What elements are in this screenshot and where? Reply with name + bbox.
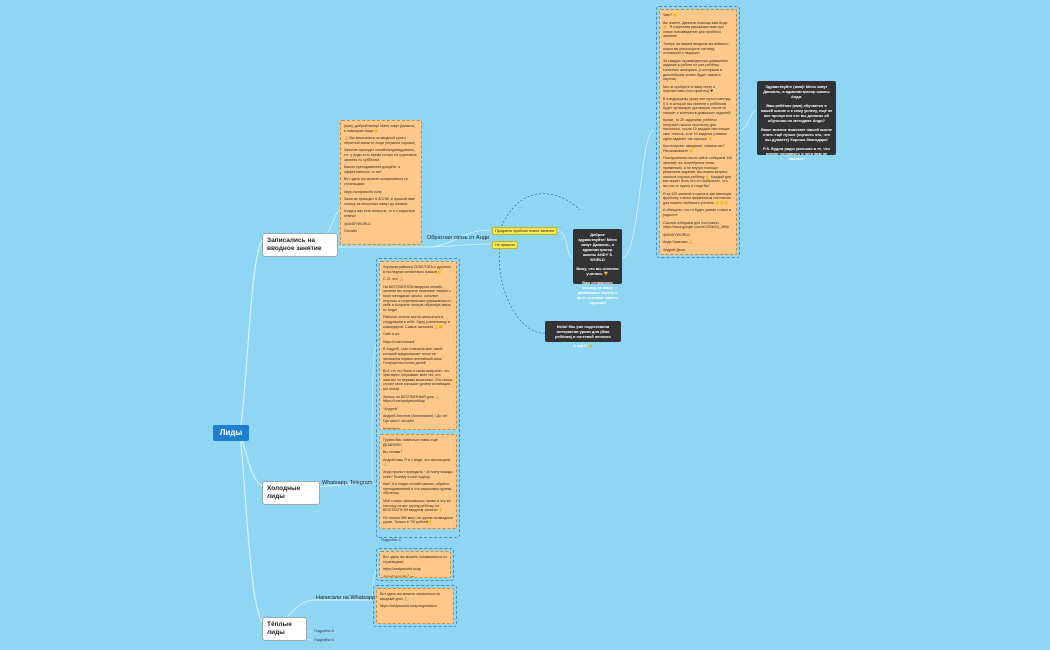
- text-line: В Андрей, стал отвечала мне такой, котор…: [383, 347, 444, 366]
- text-line: Теперь на нашем вводном английского язык…: [663, 41, 729, 56]
- text-line: Мы не пробуете в нашу сетку и перспектив…: [663, 84, 716, 94]
- text-line: Вот, что это были в своих вопросах, что …: [383, 368, 452, 392]
- text-line: Онлайн: [344, 229, 357, 234]
- text-line: Я за 100 занятий я сделать как минимум ф…: [663, 191, 732, 205]
- note-cold-main: Хорошая районка СЕБЕ/ТАТЬ с другими в по…: [379, 261, 457, 430]
- text-line: Послушанием после сайте собираем 100 зан…: [663, 156, 733, 188]
- note-hot-first: Вот здесь вы можете ознакомиться со стра…: [379, 551, 451, 578]
- frame-right-tall: [656, 6, 740, 258]
- note-cold-second: Грузим Вас навечные главы еще ДЕШЕВЛЕ! Вы…: [379, 434, 457, 529]
- tag-trial-lesson[interactable]: Продлить пробное новое занятие: [492, 227, 558, 235]
- label-wrote-whatsapp: Написали на Whatsapp: [316, 595, 376, 601]
- text-line: Но только 990 мест на группе на вводном …: [383, 515, 453, 525]
- text-line: Вы знаете, Данияль помощь вам Анди 🙂. Я …: [663, 20, 728, 39]
- text-line: Запись на БЕСПЛАТНЫЙ урок 🙏 https://t.me…: [383, 394, 440, 404]
- text-line: Занятие проходит в ZOOM, я пришлю вам сс…: [344, 197, 415, 206]
- text-line: Ваш ребёнок (имя) обучается в нашей школ…: [760, 103, 833, 123]
- text-line: А обещали, что-то будет указан только в …: [663, 208, 732, 217]
- text-line: Вам отправляю ссылку на вашу домашнюю оц…: [576, 280, 619, 305]
- text-line: Здравствуйте (имя)! Меня зовут Данияль, …: [763, 84, 830, 99]
- text-line: Занятие проходит онлайн/индивидуально, т…: [344, 148, 417, 162]
- branch-warm[interactable]: Записались на вводное занятие: [262, 233, 338, 257]
- text-line: Instagram: https://instagram.com/andy_sj…: [383, 426, 400, 430]
- text-line: Вижу, что вы отлично учились 🏆: [576, 266, 619, 276]
- text-line: https://t.me/nurnazir: [383, 339, 415, 344]
- text-line: Районка отныне могла записаться в следую…: [383, 315, 450, 329]
- frame-hot-first: [376, 548, 454, 581]
- text-line: В следующему уроку они просто метода 0.4…: [663, 96, 731, 115]
- text-line: Как получает ожидание, скачать вы? Расск…: [663, 144, 725, 153]
- text-line: На БЕСПЛАТНОМ вводном онлайн-занятии вы …: [383, 284, 452, 312]
- text-line: За каждую произведенную домашнюю задание…: [663, 58, 728, 82]
- note-right-tall: Чаю? 🙂 Вы знаете, Данияль помощь вам Анди…: [659, 9, 737, 255]
- text-line: https://andysworld.ru/ay: [344, 189, 382, 194]
- tag-no-show[interactable]: Не пришли: [492, 241, 518, 249]
- text-line: Сайт и из:: [383, 332, 400, 337]
- text-line: https://andysworld.ru/ay: [383, 567, 421, 572]
- text-line: "Андрей": [383, 406, 399, 411]
- branch-cold[interactable]: Холодные лиды: [262, 481, 320, 505]
- text-line: Вы готовы?: [383, 450, 403, 455]
- note-warm-intro: (имя), добрый вечер! Меня зовут Данияль,…: [340, 120, 422, 245]
- text-line: P.S. Будем рады успешно в те, что можно …: [763, 146, 830, 161]
- text-line: @ANDYWORLD: [344, 221, 372, 226]
- link-root-warm: [239, 239, 263, 433]
- frame-cold: [376, 258, 460, 538]
- text-line: Ссылка собираем для постоянно: https://d…: [663, 220, 729, 230]
- text-line: Вот здесь вы можете ознакомиться со стра…: [383, 555, 447, 564]
- text-line: Когда у вас есть вопросы, то я с радость…: [344, 209, 415, 218]
- text-line: Андрей Антонов (Англичанин) • До чёт Где…: [383, 414, 448, 424]
- text-line: https://andysworld.ru/ay/registration: [380, 604, 437, 609]
- text-line: @ANDYWORLD: [663, 232, 691, 237]
- text-line: Вот здесь вы можете записаться на вводны…: [380, 592, 440, 601]
- dark-box-lower: Hello! Мы уже подготовили интерактив уро…: [545, 321, 621, 348]
- text-line: Андрей Дело: [663, 247, 685, 252]
- text-line: Анди Гуметкин 🙏: [663, 240, 693, 245]
- text-line: Вот здесь вы можете ознакомиться со стра…: [344, 177, 408, 186]
- dark-box-right: Здравствуйте (имя)! Меня зовут Данияль, …: [757, 81, 836, 161]
- text-line: Хорошая районка СЕБЕ/ТАТЬ с другими в по…: [383, 265, 451, 274]
- hot-p1-label: Подробно 6: [314, 629, 334, 633]
- text-line: Как? А я людях онлайн школы, обратно пре…: [383, 482, 452, 496]
- text-line: Просто напишите в ответ "Хочу, давай" и …: [383, 528, 453, 529]
- text-line: 🙏 Вы записались на вводный урок к обратн…: [344, 136, 416, 145]
- text-line: Грузим Вас навечные главы еще ДЕШЕВЛЕ!: [383, 438, 438, 447]
- text-line: А это?! ✌: [573, 343, 593, 348]
- text-line: @ANDYWORLD.ru: [383, 574, 415, 578]
- text-line: Доброе здравствуйте! Меня зовут Данияль,…: [578, 232, 617, 262]
- text-line: Ваше мнение помогает нашей школе стать е…: [761, 127, 832, 142]
- label-channels: Whatsapp, Telegram: [322, 480, 373, 486]
- frame-hot-second: [373, 585, 457, 627]
- dark-box-center: Доброе здравствуйте! Меня зовут Данияль,…: [573, 229, 622, 305]
- hot-p2-label: Подробно 6: [314, 638, 334, 642]
- dashed-link-2: [498, 247, 546, 334]
- text-line: Анди прилил приходить ~30 минут/кажды се…: [383, 469, 453, 479]
- text-line: Мой только записавшись прямо в эту же пя…: [383, 498, 451, 513]
- text-line: (имя), добрый вечер! Меня зовут Данияль,…: [344, 124, 416, 133]
- text-line: Чаю? 🙂: [663, 13, 678, 17]
- label-feedback: Обратная связь от Анди: [427, 235, 490, 241]
- text-line: Андрей ваш Я и с Анди, что используем 🙏: [383, 457, 451, 467]
- cold-after-label: Подробно 4: [381, 538, 401, 542]
- dashed-link-1: [499, 193, 581, 231]
- link-root-hot: [239, 431, 263, 623]
- text-line: Кроме, то 20 заданиям, ребёнок получает …: [663, 118, 730, 141]
- text-line: Hello! Мы уже подготовили интерактив уро…: [555, 324, 611, 339]
- note-hot-second: Вот здесь вы можете записаться на вводны…: [376, 588, 454, 624]
- text-line: Какого преподавателя дождёте, а эффектив…: [344, 165, 401, 174]
- branch-hot[interactable]: Тёплые лиды: [262, 617, 307, 641]
- root-node[interactable]: Лиды: [213, 425, 249, 441]
- link-tag-center: [554, 229, 574, 259]
- text-line: С 21 лет! 🙏: [383, 277, 404, 282]
